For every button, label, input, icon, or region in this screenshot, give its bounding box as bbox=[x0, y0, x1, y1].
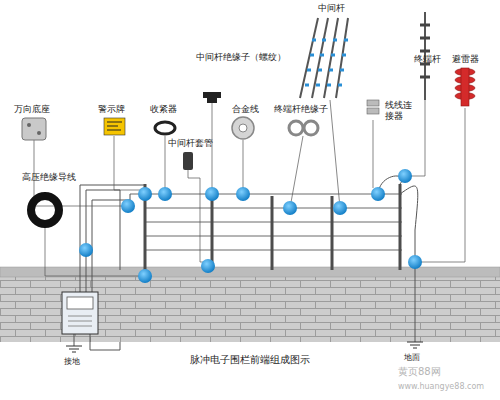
ground-symbol bbox=[407, 342, 423, 348]
leader-line bbox=[114, 136, 145, 190]
insulator-marks bbox=[338, 40, 348, 85]
pole-insulators bbox=[305, 40, 348, 85]
connector-icon bbox=[367, 100, 379, 106]
callout-ball bbox=[138, 187, 152, 201]
callout-ball bbox=[121, 199, 135, 213]
end-pole bbox=[399, 184, 402, 270]
cable-coil-icon bbox=[31, 196, 59, 224]
part-label: 中间杆 bbox=[318, 3, 345, 14]
watermark: www.huangye88.com bbox=[398, 381, 484, 392]
callout-balls bbox=[79, 169, 422, 283]
part-label: 线线连接器 bbox=[385, 100, 413, 122]
brick-wall bbox=[0, 276, 500, 342]
middle-pole bbox=[271, 196, 274, 270]
insulator-marks bbox=[327, 40, 337, 85]
fence-wires bbox=[130, 194, 402, 250]
sleeve-icon bbox=[183, 152, 193, 170]
insulator-marks bbox=[316, 40, 326, 85]
warning-sign-marks bbox=[107, 122, 122, 130]
part-label: 合金线 bbox=[232, 104, 259, 115]
insulator-icon bbox=[203, 92, 221, 103]
lightning-arrester-icon bbox=[455, 68, 475, 106]
ground-wire bbox=[74, 334, 75, 346]
ground-label: 地面 bbox=[404, 352, 420, 363]
caption: 脉冲电子围栏前端组成图示 bbox=[150, 354, 350, 365]
watermark: 黄页88网 bbox=[398, 366, 441, 377]
universal-base-icon bbox=[22, 118, 46, 140]
part-label: 万向底座 bbox=[14, 104, 50, 115]
part-label: 避雷器 bbox=[452, 54, 479, 65]
end-insulator-icon bbox=[289, 121, 303, 135]
leader-line bbox=[373, 120, 374, 188]
pulse-controller bbox=[62, 292, 98, 334]
callout-ball bbox=[333, 201, 347, 215]
bolt-hole bbox=[27, 123, 31, 127]
connector-wire bbox=[400, 186, 418, 262]
leader-lines bbox=[34, 100, 465, 276]
leader-line bbox=[165, 136, 166, 190]
ground-label: 接地 bbox=[64, 356, 80, 367]
controller-panel bbox=[68, 316, 92, 326]
wall-cap bbox=[0, 267, 500, 277]
part-label: 中间杆绝缘子（螺纹） bbox=[196, 52, 286, 63]
spool-core bbox=[239, 124, 247, 132]
middle-pole-icons bbox=[300, 18, 348, 98]
middle-pole bbox=[331, 196, 334, 270]
part-label: 中间杆套管 bbox=[168, 138, 213, 149]
leader-line bbox=[188, 170, 208, 262]
connector-icon bbox=[367, 108, 379, 114]
insulator-marks bbox=[305, 40, 316, 85]
controller-screen bbox=[67, 297, 93, 309]
part-label: 终端杆 bbox=[414, 54, 441, 65]
arrester-body bbox=[461, 68, 469, 106]
callout-ball bbox=[158, 187, 172, 201]
callout-ball bbox=[138, 269, 152, 283]
callout-ball bbox=[236, 187, 250, 201]
leader-line bbox=[243, 140, 244, 188]
ground-wire bbox=[415, 262, 416, 342]
callout-ball bbox=[201, 259, 215, 273]
leader-line bbox=[405, 100, 425, 176]
part-label: 收紧器 bbox=[150, 104, 177, 115]
warning-sign-icon bbox=[104, 118, 125, 135]
ground-symbol bbox=[66, 346, 82, 352]
pole-rod bbox=[324, 18, 338, 98]
callout-ball bbox=[408, 255, 422, 269]
insulated-wire bbox=[86, 190, 120, 292]
leader-line bbox=[45, 226, 145, 276]
callout-ball bbox=[205, 187, 219, 201]
middle-pole bbox=[211, 196, 214, 270]
leader-line bbox=[290, 136, 303, 208]
part-label: 终端杆绝缘子 bbox=[274, 104, 328, 115]
callout-ball bbox=[79, 243, 93, 257]
lead-wires bbox=[74, 185, 415, 350]
pole-rod bbox=[336, 18, 348, 98]
callout-ball bbox=[398, 169, 412, 183]
callout-ball bbox=[283, 201, 297, 215]
end-pole-insulators bbox=[420, 25, 430, 77]
alloy-wire-spool bbox=[232, 117, 254, 139]
part-label: 高压绝缘导线 bbox=[22, 172, 76, 183]
bolt-hole bbox=[37, 131, 41, 135]
callout-ball bbox=[371, 187, 385, 201]
ground-wire bbox=[90, 334, 120, 350]
tensioner-icon bbox=[155, 122, 175, 134]
leader-line bbox=[420, 108, 465, 262]
end-insulator-icon bbox=[304, 121, 318, 135]
leader-line bbox=[330, 100, 340, 208]
fence-posts bbox=[145, 184, 400, 270]
part-label: 警示牌 bbox=[98, 104, 125, 115]
